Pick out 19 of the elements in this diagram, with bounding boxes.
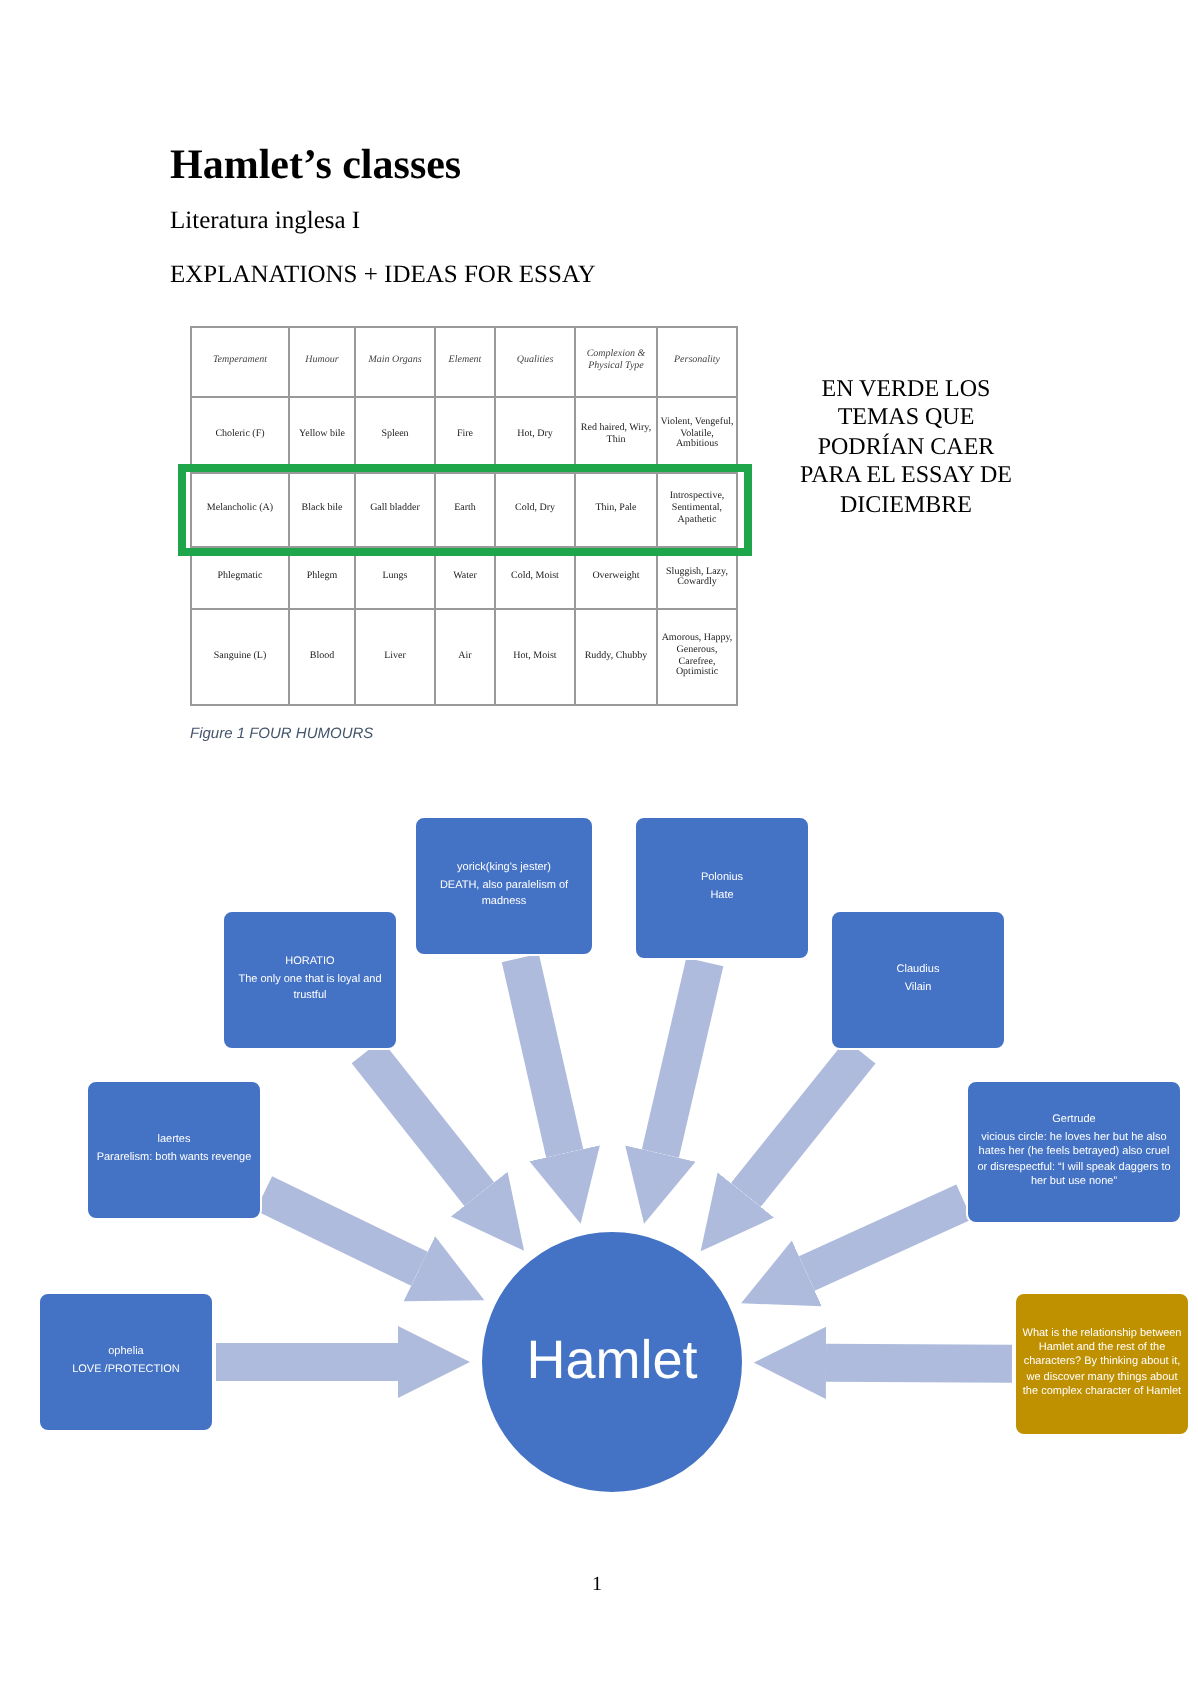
character-box [222,910,398,1050]
block-arrow [741,1184,973,1307]
character-box [38,1292,214,1432]
character-box [830,910,1006,1050]
page-number: 1 [592,1574,602,1596]
character-box [86,1080,262,1220]
block-arrow [625,957,724,1224]
block-arrow [216,1325,471,1399]
character-box [966,1080,1182,1224]
section-heading: EXPLANATIONS + IDEAS FOR ESSAY [170,260,596,290]
block-arrow [753,1326,1013,1399]
node-title: Hamlet [526,1328,698,1395]
question-box [1014,1292,1190,1436]
subtitle: Literatura inglesa I [170,206,361,236]
block-arrow [501,953,600,1224]
note-text: EN VERDE LOS TEMAS QUE PODRÍAN CAER PARA EL ESSAY DE DICIEMBRE [798,374,1014,518]
page-title: Hamlet’s classes [170,140,462,190]
character-box [634,816,810,960]
character-box [414,816,594,956]
